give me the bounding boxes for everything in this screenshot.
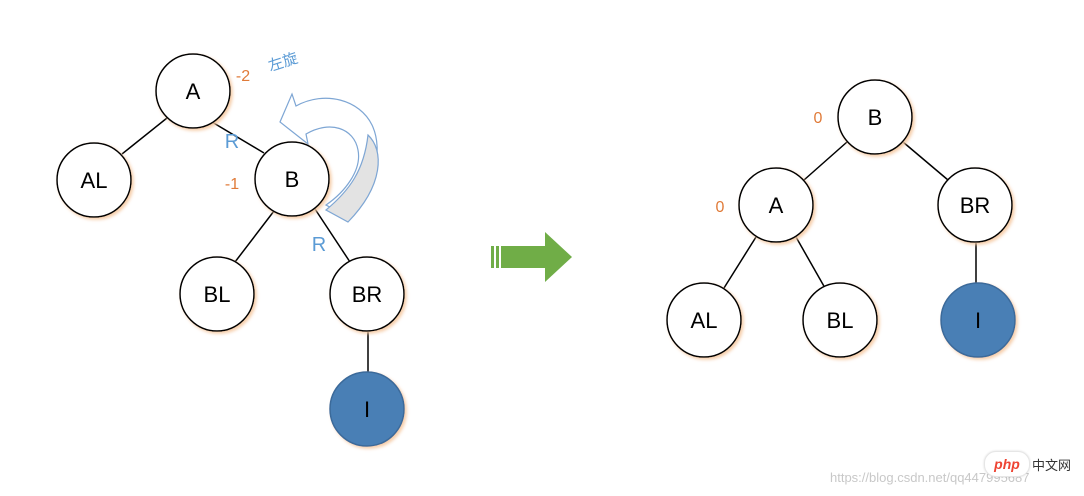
node-al: AL	[666, 282, 742, 358]
node-bl: BL	[802, 282, 878, 358]
php-badge-text: 中文网	[1032, 459, 1072, 474]
node-label: I	[975, 308, 981, 333]
after-tree: B A BR AL BL I 0 0	[666, 79, 1016, 358]
edge-b-br	[902, 141, 949, 181]
node-label: A	[769, 193, 784, 218]
node-label: B	[285, 167, 300, 192]
node-al: AL	[56, 142, 132, 218]
node-label: I	[364, 397, 370, 422]
balance-factor-b: -1	[225, 176, 239, 193]
balance-factor-a: 0	[716, 199, 725, 216]
node-label: AL	[81, 168, 108, 193]
edge-b-bl	[234, 210, 275, 263]
node-label: B	[868, 105, 883, 130]
node-label: A	[186, 79, 201, 104]
rotation-arrow-body	[324, 133, 379, 223]
node-label: AL	[691, 308, 718, 333]
balance-factor-b: 0	[814, 110, 823, 127]
edge-a-al	[121, 117, 168, 155]
node-label: BR	[352, 282, 383, 307]
rotation-label: 左旋	[266, 49, 300, 75]
node-i: I	[329, 371, 405, 447]
node-a: A	[155, 53, 231, 129]
php-logo-badge: php	[984, 451, 1030, 477]
before-tree: A AL B BL BR I -2 -1 R R 左旋	[56, 49, 405, 447]
node-b: B	[837, 79, 913, 155]
edge-a-al	[723, 236, 757, 289]
balance-factor-a: -2	[236, 68, 250, 85]
edge-a-b	[211, 121, 265, 154]
transform-arrow	[491, 232, 572, 282]
watermark: https://blog.csdn.net/qq447995687	[830, 470, 1030, 485]
node-br: BR	[937, 167, 1013, 243]
node-label: BL	[204, 282, 231, 307]
edge-label-a-b: R	[225, 131, 239, 153]
node-label: BR	[960, 193, 991, 218]
node-b: B	[254, 141, 330, 217]
node-br: BR	[329, 256, 405, 332]
node-bl: BL	[179, 256, 255, 332]
node-a: A	[738, 167, 814, 243]
edge-a-bl	[795, 236, 826, 289]
php-logo: php	[994, 456, 1020, 472]
edge-b-a	[803, 141, 848, 181]
node-i: I	[940, 282, 1016, 358]
edge-label-b-br: R	[312, 234, 326, 256]
node-label: BL	[827, 308, 854, 333]
edge-b-br	[314, 208, 351, 263]
